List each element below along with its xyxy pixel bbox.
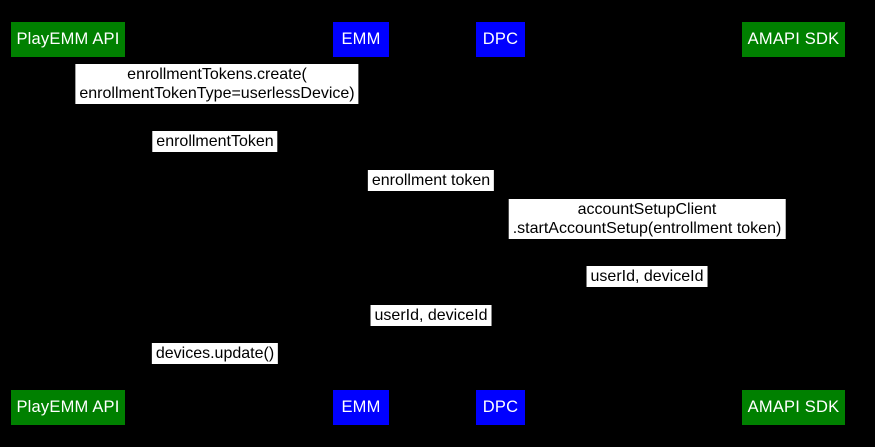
message-devices-update: devices.update() [151, 343, 279, 364]
actor-label: AMAPI SDK [747, 398, 840, 416]
actor-playemm-api-bottom: PlayEMM API [11, 390, 125, 425]
message-line: userId, deviceId [374, 307, 488, 324]
actor-amapi-sdk-top: AMAPI SDK [742, 22, 845, 57]
actor-label: AMAPI SDK [747, 30, 840, 48]
actor-emm-bottom: EMM [333, 390, 389, 425]
actor-label: DPC [482, 30, 519, 48]
actor-label: PlayEMM API [16, 30, 120, 48]
message-line: userId, deviceId [590, 268, 704, 285]
actor-dpc-top: DPC [476, 22, 525, 57]
message-line: enrollment token [371, 172, 491, 189]
actor-label: DPC [482, 398, 519, 416]
message-enrollment-token: enrollment token [367, 170, 495, 191]
actor-label: EMM [341, 30, 381, 48]
actor-playemm-api-top: PlayEMM API [11, 22, 125, 57]
message-userid-deviceid-return: userId, deviceId [586, 266, 708, 287]
actor-amapi-sdk-bottom: AMAPI SDK [742, 390, 845, 425]
message-line: enrollmentToken [156, 133, 274, 150]
message-line: devices.update() [155, 345, 275, 362]
message-line: enrollmentTokens.create( [127, 66, 307, 83]
message-userid-deviceid: userId, deviceId [370, 305, 492, 326]
message-line: accountSetupClient [577, 201, 717, 218]
message-enrollmenttokens-create: enrollmentTokens.create( enrollmentToken… [75, 64, 359, 104]
message-line: .startAccountSetup(entrollment token) [512, 220, 782, 237]
message-line: enrollmentTokenType=userlessDevice) [79, 85, 355, 102]
actor-label: PlayEMM API [16, 398, 120, 416]
actor-dpc-bottom: DPC [476, 390, 525, 425]
message-enrollmenttoken-return: enrollmentToken [152, 131, 278, 152]
actor-emm-top: EMM [333, 22, 389, 57]
message-start-account-setup: accountSetupClient .startAccountSetup(en… [508, 199, 786, 239]
actor-label: EMM [341, 398, 381, 416]
